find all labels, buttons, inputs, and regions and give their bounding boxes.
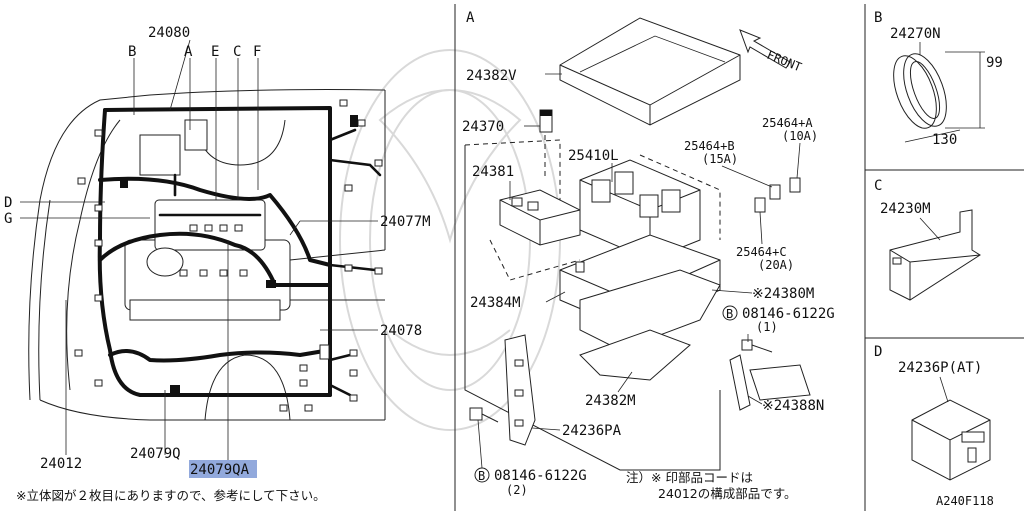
callout-b: B [128, 44, 136, 60]
relay-24236p-at [911, 399, 991, 481]
section-d-title: D [874, 344, 882, 360]
part-24382v: 24382V [466, 68, 517, 84]
part-25464b-amp: (15A) [702, 152, 738, 166]
part-25464c-amp: (20A) [758, 258, 794, 272]
relay-box-cover [559, 17, 741, 126]
callout-24079q: 24079Q [130, 446, 181, 462]
section-c-title: C [874, 178, 882, 194]
part-24370: 24370 [462, 119, 504, 135]
callout-24077m: 24077M [380, 214, 431, 230]
part-08146-upper: 08146-6122G [742, 306, 835, 322]
part-08146-lower: 08146-6122G [494, 468, 587, 484]
part-24236pa: 24236PA [562, 423, 622, 439]
callout-24078: 24078 [380, 323, 422, 339]
section-b-title: B [874, 10, 882, 26]
engine-room-harness-view [28, 89, 386, 421]
front-label: FRONT [765, 48, 804, 75]
part-24384m: 24384M [470, 295, 521, 311]
bracket-24230m [889, 209, 981, 301]
part-25464a: 25464+A [762, 116, 813, 130]
bolt-icon-lower [469, 407, 499, 423]
part-24388n: ※24388N [762, 398, 824, 414]
note-line-1: 注）※ 印部品コードは [626, 470, 753, 485]
part-24236p-at: 24236P(AT) [898, 360, 982, 376]
callout-24012: 24012 [40, 456, 82, 472]
part-25410l: 25410L [568, 148, 619, 164]
part-24230m: 24230M [880, 201, 931, 217]
left-callout-leaders [20, 39, 378, 460]
relay-box-base [559, 234, 721, 351]
callout-24080: 24080 [148, 25, 190, 41]
front-arrow-icon [739, 29, 791, 69]
bolt-icon-upper [729, 339, 811, 411]
figure-code: A240F118 [936, 494, 994, 508]
lower-bracket-24382m [579, 329, 691, 381]
part-25464b: 25464+B [684, 139, 735, 153]
dim-height: 99 [986, 55, 1003, 71]
bolt-mark-upper: B [726, 307, 733, 321]
part-25464a-amp: (10A) [782, 129, 818, 143]
relay-24381 [499, 189, 581, 246]
callout-f: F [253, 44, 261, 60]
part-24380m: ※24380M [752, 286, 814, 302]
callout-c: C [233, 44, 241, 60]
highlight-24079qa [189, 460, 257, 478]
section-a-title: A [466, 10, 475, 26]
callout-a: A [184, 44, 193, 60]
panel-dividers [454, 4, 1024, 511]
callout-g: G [4, 211, 12, 227]
relay-cluster-25410l [579, 159, 701, 261]
note-line-2: 24012の構成部品です。 [658, 486, 797, 501]
callout-d: D [4, 195, 12, 211]
bolt-mark-circle-upper [722, 305, 738, 321]
footnote-left: ※立体図が２枚目にありますので、参考にして下さい。 [16, 488, 326, 503]
dim-width: 130 [932, 132, 957, 148]
bolt-mark-lower: B [478, 469, 485, 483]
callout-e: E [211, 44, 219, 60]
callout-24079qa: 24079QA [190, 462, 250, 478]
part-24382m: 24382M [585, 393, 636, 409]
clip-24370 [539, 109, 553, 133]
part-25464c: 25464+C [736, 245, 787, 259]
part-24270n: 24270N [890, 26, 941, 42]
part-08146-upper-qty: (1) [756, 320, 778, 334]
part-08146-lower-qty: (2) [506, 483, 528, 497]
grommet-24270n [893, 53, 947, 129]
part-24381: 24381 [472, 164, 514, 180]
bracket-24236pa [504, 334, 536, 446]
